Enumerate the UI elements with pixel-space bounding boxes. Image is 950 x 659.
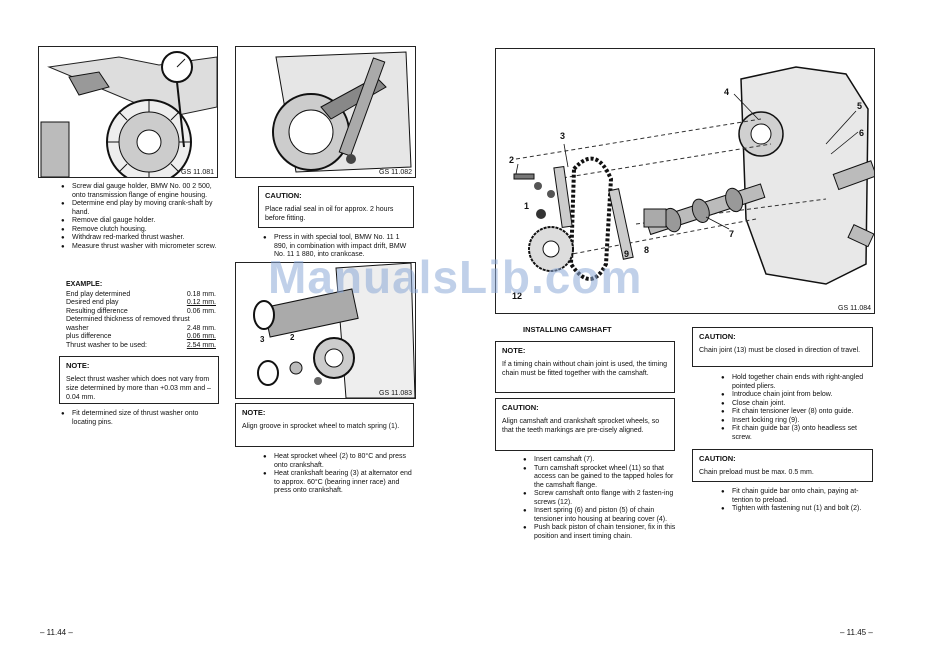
list-item: Heat sprocket wheel (2) to 80°C and pres… [262,453,414,470]
camshaft-bullets: Insert camshaft (7). Turn camshaft sproc… [522,456,678,541]
list-item: Withdraw red-marked thrust washer. [60,234,218,243]
note-text: Align groove in sprocket wheel to match … [242,423,400,430]
list-item: Screw camshaft onto flange with 2 fasten… [522,490,678,507]
note-box: NOTE: Select thrust washer which does no… [59,356,219,404]
figure-crankshaft: 3 2 GS 11.083 [235,262,416,399]
figure-label: GS 11.083 [379,390,412,397]
callout-3: 3 [260,335,265,344]
caution-title: CAUTION: [265,191,302,200]
caution-box: CAUTION: Align camshaft and crankshaft s… [495,398,675,451]
caution-title: CAUTION: [699,332,736,341]
note-box: NOTE: If a timing chain without chain jo… [495,341,675,393]
list-item: Fit chain guide bar onto chain, paying a… [720,488,873,505]
table-row: Determined thickness of removed thrust [66,316,190,323]
caution-box: CAUTION: Chain preload must be max. 0.5 … [692,449,873,482]
note-title: NOTE: [502,346,526,355]
callout-12: 12 [512,291,523,301]
crankshaft-illustration [253,263,415,398]
list-item: Introduce chain joint from below. [720,391,873,400]
caution-box: CAUTION: Place radial seal in oil for ap… [258,186,414,228]
list-item: Screw dial gauge holder, BMW No. 00 2 50… [60,183,218,200]
list-item: Hold together chain ends with right-angl… [720,374,873,391]
list-item: Push back piston of chain tensioner, fix… [522,524,678,541]
list-item: Determine end play by moving crank-shaft… [60,200,218,217]
table-row: Thrust washer to be used:2.54 mm. [66,341,216,349]
note-text: Select thrust washer which does not vary… [66,376,211,401]
caution-text: Place radial seal in oil for approx. 2 h… [265,206,394,222]
list-item: Insert spring (6) and piston (5) of chai… [522,507,678,524]
list-item: Heat crankshaft bearing (3) at alternato… [262,470,414,496]
callout-2: 2 [509,155,515,165]
page-number-left: – 11.44 – [40,628,73,637]
callout-4: 4 [724,87,730,97]
page-number-right: – 11.45 – [840,628,873,637]
col2-bullets: Press in with special tool, BMW No. 11 1… [262,234,414,260]
col1-bullets-2: Fit determined size of thrust washer ont… [60,410,218,427]
note-title: NOTE: [66,361,90,370]
list-item: Fit chain tensioner lever (8) onto guide… [720,408,873,417]
caution-box: CAUTION: Chain joint (13) must be closed… [692,327,873,367]
dial-gauge-illustration [39,47,217,177]
radial-seal-illustration [272,51,412,173]
figure-radial-seal: GS 11.082 [235,46,416,178]
list-item: Close chain joint. [720,400,873,409]
col2-bullets-2: Heat sprocket wheel (2) to 80°C and pres… [262,453,414,496]
figure-label: GS 11.081 [181,169,214,176]
list-item: Insert locking ring (9). [720,417,873,426]
caution-text: Chain preload must be max. 0.5 mm. [699,469,814,476]
figure-dial-gauge: GS 11.081 [38,46,218,178]
list-item: Remove clutch housing. [60,226,218,235]
list-item: Fit determined size of thrust washer ont… [60,410,218,427]
list-item: Press in with special tool, BMW No. 11 1… [262,234,414,260]
list-item: Remove dial gauge holder. [60,217,218,226]
figure-camshaft-exploded: 4 5 6 3 2 1 7 9 8 12 GS 11.084 [495,48,875,314]
list-item: Fit chain guide bar (3) onto headless se… [720,425,873,442]
figure-label: GS 11.082 [379,169,412,176]
callout-3: 3 [560,131,566,141]
callout-5: 5 [857,101,863,111]
list-item: Tighten with fastening nut (1) and bolt … [720,505,873,514]
note-title: NOTE: [242,408,266,417]
list-item: Measure thrust washer with micrometer sc… [60,243,218,252]
col1-bullets: Screw dial gauge holder, BMW No. 00 2 50… [60,183,218,251]
caution-text: Align camshaft and crankshaft sprocket w… [502,418,660,434]
callout-6: 6 [859,128,865,138]
section-heading: INSTALLING CAMSHAFT [523,325,612,334]
note-text: If a timing chain without chain joint is… [502,361,667,377]
list-item: Turn camshaft sprocket wheel (11) so tha… [522,465,678,491]
example-title: EXAMPLE: [66,281,103,288]
callout-1: 1 [524,201,530,211]
callout-8: 8 [644,245,650,255]
callout-2: 2 [290,333,295,342]
list-item: Insert camshaft (7). [522,456,678,465]
figure-label: GS 11.084 [838,305,871,312]
callout-9: 9 [624,249,630,259]
callout-7: 7 [729,229,735,239]
caution-text: Chain joint (13) must be closed in direc… [699,347,861,354]
camshaft-illustration [513,66,874,285]
caution-title: CAUTION: [502,403,539,412]
preload-bullets: Fit chain guide bar onto chain, paying a… [720,488,873,514]
watermark: ManualsLib.com [268,251,643,303]
note-box: NOTE: Align groove in sprocket wheel to … [235,403,414,447]
chain-bullets: Hold together chain ends with right-angl… [720,374,873,442]
caution-title: CAUTION: [699,454,736,463]
